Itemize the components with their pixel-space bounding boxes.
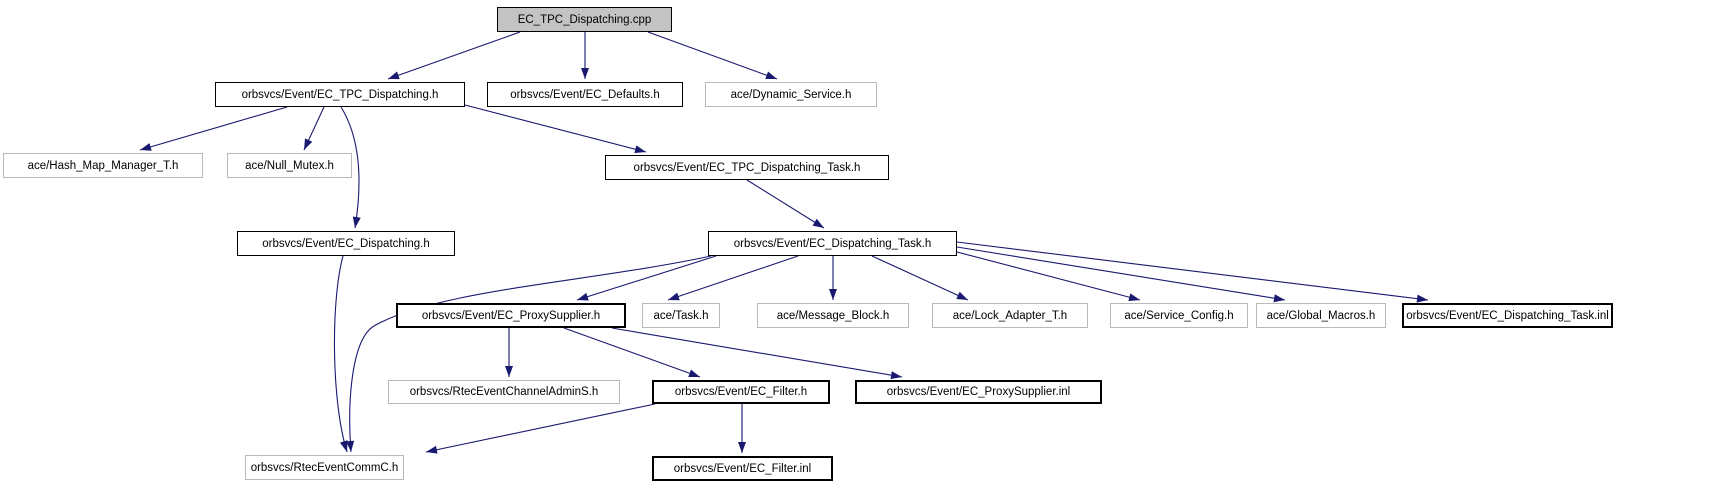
graph-node-label: EC_TPC_Dispatching.cpp xyxy=(517,13,652,26)
graph-node-nullmutex: ace/Null_Mutex.h xyxy=(227,153,352,178)
graph-node-label: ace/Hash_Map_Manager_T.h xyxy=(27,159,179,172)
graph-node-label: orbsvcs/Event/EC_Dispatching.h xyxy=(262,237,430,250)
graph-node-tpc_h[interactable]: orbsvcs/Event/EC_TPC_Dispatching.h xyxy=(215,82,465,107)
arrowhead-tpc_h-hashmap xyxy=(140,143,152,151)
edge-tpctask-disptask xyxy=(746,179,825,229)
arrowhead-root-dynsvc xyxy=(765,71,777,79)
edge-tpc_h-tpctask xyxy=(464,104,647,153)
graph-node-adminS: orbsvcs/RtecEventChannelAdminS.h xyxy=(388,380,620,404)
graph-node-label: orbsvcs/Event/EC_ProxySupplier.inl xyxy=(886,386,1071,398)
graph-node-disptask[interactable]: orbsvcs/Event/EC_Dispatching_Task.h xyxy=(708,231,957,256)
arrowhead-root-defaults xyxy=(581,68,589,79)
graph-node-root: EC_TPC_Dispatching.cpp xyxy=(497,7,672,32)
graph-node-proxysupinl[interactable]: orbsvcs/Event/EC_ProxySupplier.inl xyxy=(855,380,1102,404)
graph-node-label: ace/Task.h xyxy=(653,309,709,322)
edge-disptask-globalmacros xyxy=(956,246,1286,301)
graph-node-label: orbsvcs/Event/EC_Dispatching_Task.h xyxy=(733,237,932,250)
graph-node-label: orbsvcs/RtecEventChannelAdminS.h xyxy=(409,386,599,398)
graph-node-label: ace/Global_Macros.h xyxy=(1266,309,1376,322)
graph-node-disptaskinl[interactable]: orbsvcs/Event/EC_Dispatching_Task.inl xyxy=(1402,303,1613,328)
graph-node-label: ace/Lock_Adapter_T.h xyxy=(952,309,1068,322)
edge-disptask-proxysup xyxy=(576,255,717,301)
graph-node-label: orbsvcs/Event/EC_Filter.inl xyxy=(673,462,812,475)
graph-node-dynsvc: ace/Dynamic_Service.h xyxy=(705,82,877,107)
arrowhead-disptask-svcconfig xyxy=(1128,293,1140,302)
edge-proxysup-proxysupinl xyxy=(611,327,903,378)
graph-node-svcconfig: ace/Service_Config.h xyxy=(1110,303,1248,328)
arrowhead-tpctask-disptask xyxy=(812,218,824,228)
arrowhead-disptask-globalmacros xyxy=(1273,294,1285,303)
graph-node-defaults[interactable]: orbsvcs/Event/EC_Defaults.h xyxy=(487,82,683,107)
graph-node-label: orbsvcs/Event/EC_Defaults.h xyxy=(510,88,660,101)
graph-node-label: orbsvcs/Event/EC_ProxySupplier.h xyxy=(421,309,601,322)
graph-node-dispatching[interactable]: orbsvcs/Event/EC_Dispatching.h xyxy=(237,231,455,256)
arrowhead-tpc_h-dispatching xyxy=(352,216,361,228)
arrowhead-filterh-commC xyxy=(426,445,438,454)
edge-disptask-commC xyxy=(349,255,712,453)
graph-node-acetask: ace/Task.h xyxy=(642,303,720,328)
arrowhead-proxysup-adminS xyxy=(505,366,513,377)
graph-node-label: ace/Service_Config.h xyxy=(1124,309,1234,322)
graph-node-lockadapter: ace/Lock_Adapter_T.h xyxy=(932,303,1088,328)
graph-node-hashmap: ace/Hash_Map_Manager_T.h xyxy=(3,153,203,178)
graph-node-label: orbsvcs/Event/EC_TPC_Dispatching_Task.h xyxy=(633,161,861,174)
arrowhead-disptask-commC xyxy=(346,440,355,452)
graph-node-filterh[interactable]: orbsvcs/Event/EC_Filter.h xyxy=(652,380,830,404)
arrowhead-proxysup-proxysupinl xyxy=(890,371,902,380)
edge-dispatching-commC xyxy=(333,255,348,453)
arrowhead-root-tpc_h xyxy=(388,71,400,80)
edge-root-tpc_h xyxy=(387,31,521,80)
graph-node-globalmacros: ace/Global_Macros.h xyxy=(1256,303,1386,328)
edge-proxysup-filterh xyxy=(563,327,701,378)
arrowhead-disptask-proxysup xyxy=(577,292,589,301)
edge-disptask-acetask xyxy=(667,255,799,301)
edge-root-dynsvc xyxy=(647,31,778,80)
graph-node-label: orbsvcs/Event/EC_TPC_Dispatching.h xyxy=(241,88,439,101)
arrowhead-proxysup-filterh xyxy=(688,369,700,378)
arrowhead-disptask-acetask xyxy=(668,292,680,301)
graph-node-label: orbsvcs/Event/EC_Filter.h xyxy=(674,386,808,398)
graph-node-label: ace/Null_Mutex.h xyxy=(245,159,334,172)
arrowhead-disptask-lockadapter xyxy=(956,291,968,300)
edge-disptask-lockadapter xyxy=(871,255,969,301)
arrowhead-tpc_h-nullmutex xyxy=(304,138,313,150)
arrowhead-dispatching-commC xyxy=(339,440,348,452)
graph-node-label: ace/Message_Block.h xyxy=(776,309,890,322)
arrowhead-tpc_h-tpctask xyxy=(634,145,646,154)
graph-node-tpctask[interactable]: orbsvcs/Event/EC_TPC_Dispatching_Task.h xyxy=(605,155,889,180)
arrowhead-disptask-disptaskinl xyxy=(1416,294,1428,303)
edge-tpc_h-hashmap xyxy=(139,106,288,151)
arrowhead-filterh-filterinl xyxy=(738,442,746,453)
graph-node-label: ace/Dynamic_Service.h xyxy=(730,88,852,101)
edge-disptask-disptaskinl xyxy=(956,241,1429,301)
arrowhead-disptask-msgblock xyxy=(829,289,837,300)
graph-node-label: orbsvcs/Event/EC_Dispatching_Task.inl xyxy=(1406,309,1609,322)
graph-node-proxysup[interactable]: orbsvcs/Event/EC_ProxySupplier.h xyxy=(396,303,626,328)
edge-disptask-svcconfig xyxy=(956,251,1141,301)
graph-node-filterinl[interactable]: orbsvcs/Event/EC_Filter.inl xyxy=(652,456,833,481)
edge-tpc_h-dispatching xyxy=(340,106,360,229)
graph-node-msgblock: ace/Message_Block.h xyxy=(757,303,909,328)
graph-node-commC: orbsvcs/RtecEventCommC.h xyxy=(245,455,404,480)
edge-filterh-commC xyxy=(425,403,656,453)
graph-node-label: orbsvcs/RtecEventCommC.h xyxy=(250,461,399,474)
